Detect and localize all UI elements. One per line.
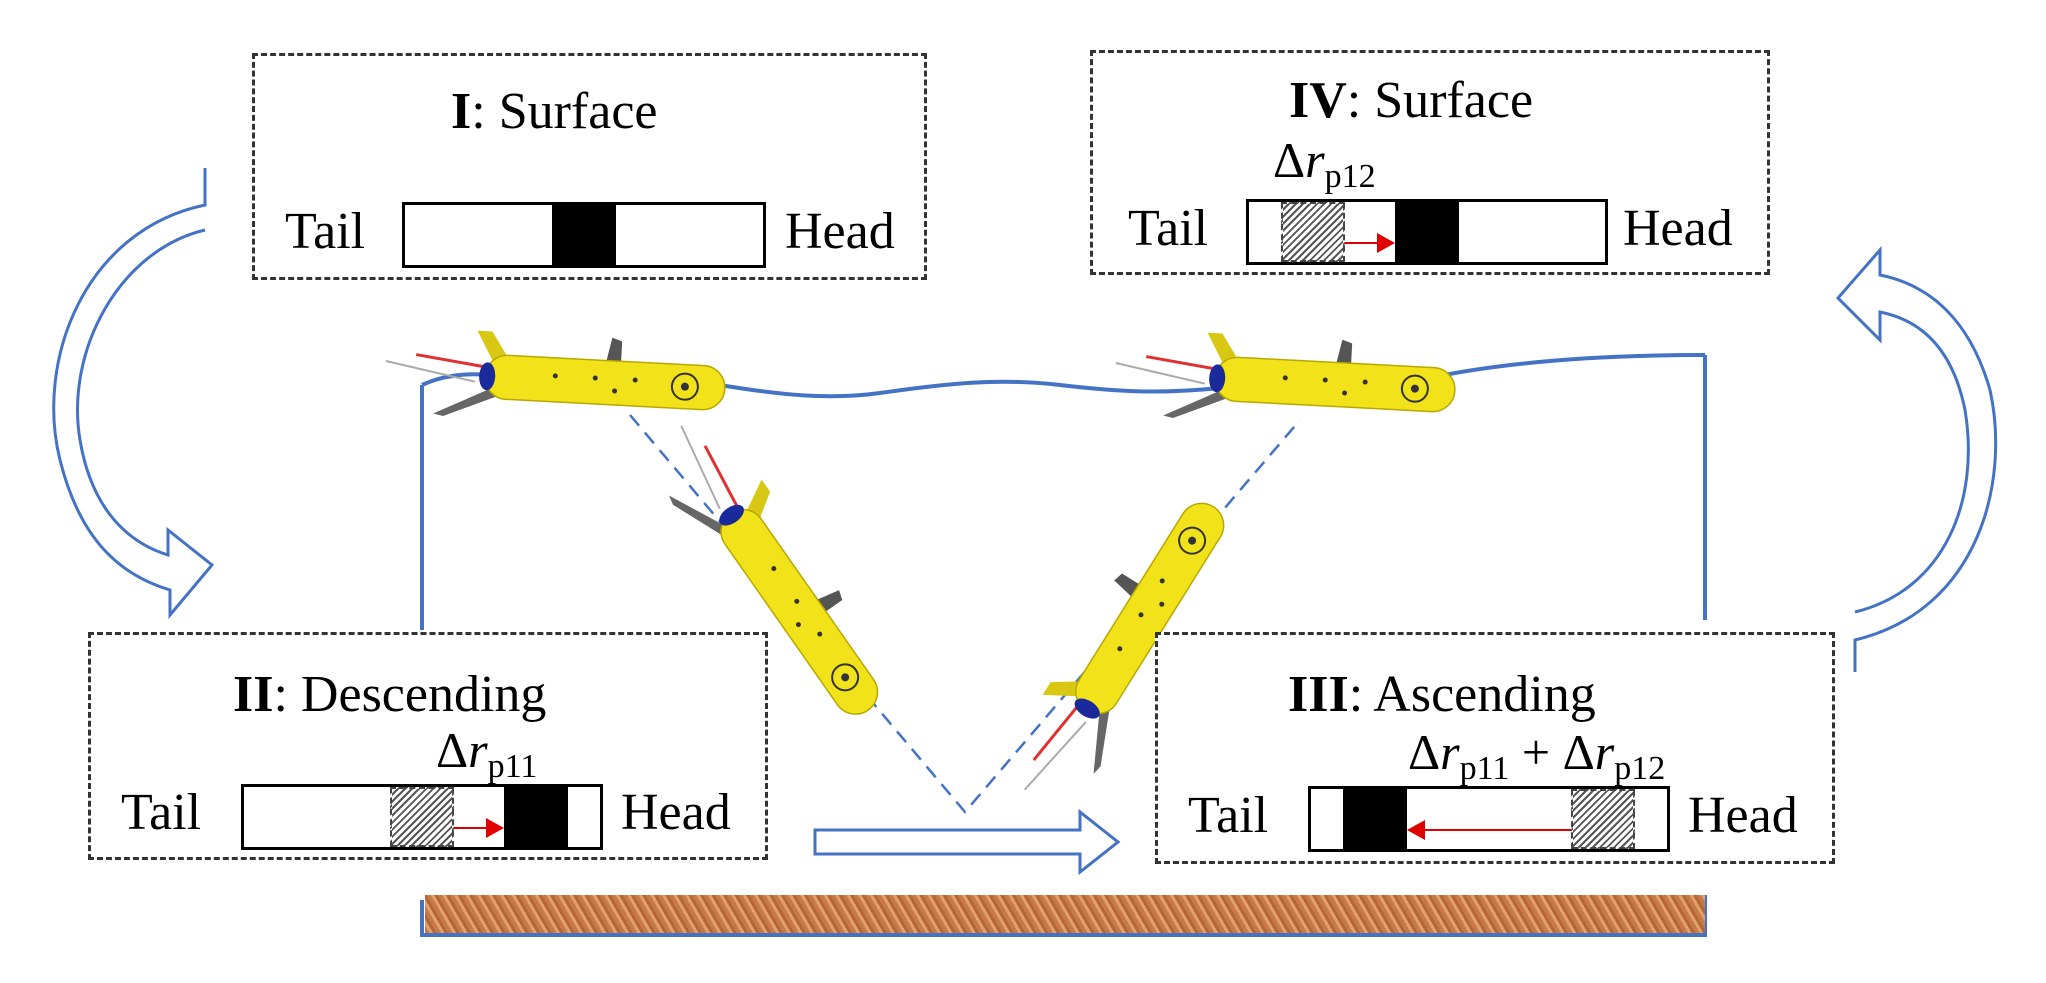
cycle-arrow-left [52,168,215,620]
delta-sub-3a: p11 [1459,750,1510,787]
tail-label-1: Tail [285,203,366,260]
head-label-1: Head [785,203,895,260]
original-mass-position-4 [1281,202,1346,262]
phase-title-3: III: Ascending [1288,669,1596,721]
tail-label-3: Tail [1188,787,1269,844]
delta-symbol-4: Δ [1273,132,1306,188]
original-mass-position-2 [389,787,455,847]
cycle-arrow-bottom [813,808,1121,876]
glider-surface-left [381,324,729,433]
phase-box-1: I: Surface Tail Head [252,53,927,280]
delta-sub-4: p12 [1324,158,1376,195]
moving-mass-1 [551,205,617,265]
seabed [425,895,1705,933]
mass-bar-4 [1246,199,1608,265]
head-label-4: Head [1623,200,1733,257]
shift-arrow-2 [454,818,504,838]
phase-numeral-2: II [233,666,274,723]
phase-title-4: IV: Surface [1289,75,1533,127]
delta-var-4: r [1305,132,1325,188]
delta-var-3b: r [1594,724,1615,780]
glider-surface-right [1111,326,1459,435]
phase-numeral-1: I [451,83,472,140]
original-mass-position-3 [1570,789,1635,849]
phase-box-3: III: Ascending Δrp11 + Δrp12 Tail Head [1155,632,1835,864]
phase-box-4: IV: Surface Δrp12 Tail Head [1090,50,1770,275]
mass-bar-2 [241,784,603,850]
delta-symbol-3b: Δ [1562,724,1595,780]
head-label-2: Head [621,784,731,841]
phase-title-2: II: Descending [233,669,546,721]
tail-label-4: Tail [1128,200,1209,257]
delta-var-2: r [468,722,488,778]
moving-mass-4 [1394,202,1460,262]
delta-plus-3: + [1509,724,1563,780]
phase-name-2: : Descending [273,666,547,723]
shift-arrow-4 [1345,233,1395,253]
phase-numeral-4: IV [1289,72,1347,129]
delta-label-4: Δrp12 [1273,135,1376,194]
shift-arrow-3 [1407,820,1571,840]
delta-label-2: Δrp11 [436,725,537,784]
phase-name-3: : Ascending [1348,666,1596,723]
head-label-3: Head [1688,787,1798,844]
delta-symbol-2: Δ [436,722,469,778]
mass-bar-1 [402,202,766,268]
delta-sub-2: p11 [487,748,538,785]
moving-mass-2 [503,787,568,847]
trajectory-frame [420,355,1707,937]
phase-numeral-3: III [1288,666,1349,723]
delta-sub-3b: p12 [1614,750,1666,787]
cycle-arrow-right [1835,246,1998,672]
phase-name-1: : Surface [471,83,658,140]
mass-bar-3 [1308,786,1670,852]
phase-title-1: I: Surface [451,86,658,138]
delta-label-3: Δrp11 + Δrp12 [1408,727,1665,786]
delta-var-3a: r [1440,724,1460,780]
moving-mass-3 [1343,789,1408,849]
delta-symbol-3a: Δ [1408,724,1441,780]
tail-label-2: Tail [121,784,202,841]
phase-name-4: : Surface [1346,72,1534,129]
phase-box-2: II: Descending Δrp11 Tail Head [88,632,768,860]
